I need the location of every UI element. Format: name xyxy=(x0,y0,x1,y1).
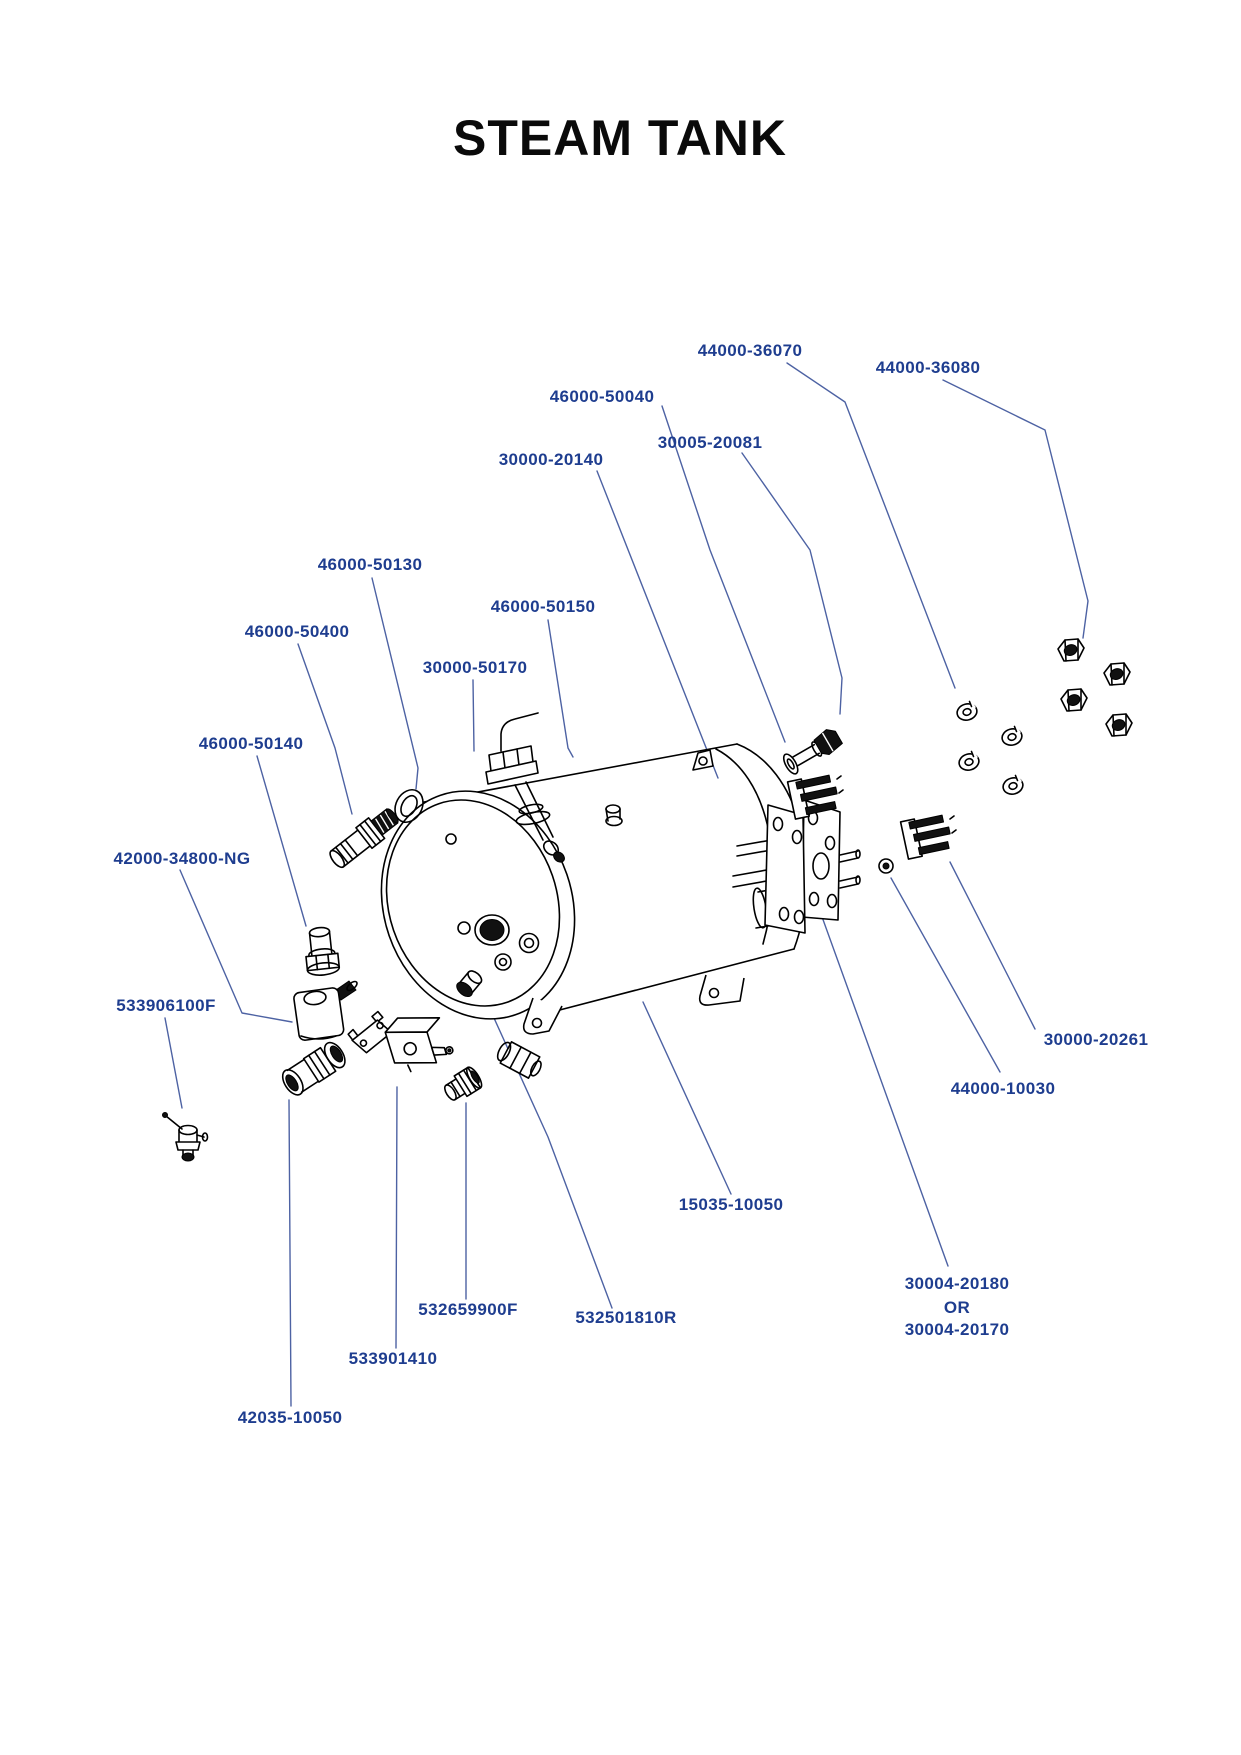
part-label-46000-50130: 46000-50130 xyxy=(317,555,423,574)
part-label-532659900F: 532659900F xyxy=(418,1300,518,1319)
part-label-15035-10050: 15035-10050 xyxy=(678,1195,784,1214)
small-washer-drawing xyxy=(878,858,894,874)
nozzle-fitting-drawing xyxy=(443,1066,483,1101)
part-label-46000-50040: 46000-50040 xyxy=(549,387,655,406)
part-label-533906100F: 533906100F xyxy=(116,996,216,1015)
part-label-30004-20170: 30004-20170 xyxy=(904,1320,1010,1339)
petcock-drawing xyxy=(162,1112,209,1162)
probe-assembly-drawing xyxy=(485,712,565,863)
part-label-42000-34800-NG: 42000-34800-NG xyxy=(113,849,251,868)
part-label-46000-50400: 46000-50400 xyxy=(244,622,350,641)
page-title: STEAM TANK xyxy=(452,110,788,166)
elbow-fitting-drawing xyxy=(293,980,358,1041)
heating-element-drawing xyxy=(732,799,861,934)
part-label-533901410: 533901410 xyxy=(348,1349,438,1368)
part-label-30005-20081: 30005-20081 xyxy=(657,433,763,452)
part-label-44000-36080: 44000-36080 xyxy=(875,358,981,377)
part-label-30000-20261: 30000-20261 xyxy=(1043,1030,1149,1049)
electrode-bolt-drawing xyxy=(782,729,843,775)
leader-lines xyxy=(164,362,1089,1407)
lock-washers-drawing xyxy=(953,700,1027,798)
part-label-44000-10030: 44000-10030 xyxy=(950,1079,1056,1098)
part-label-30004-20180: 30004-20180 xyxy=(904,1274,1010,1293)
steam-tank-drawing xyxy=(380,743,808,1079)
part-label-30000-50170: 30000-50170 xyxy=(422,658,528,677)
part-label-42035-10050: 42035-10050 xyxy=(237,1408,343,1427)
element-gasket-plate xyxy=(764,804,806,934)
terminal-clamp-lower xyxy=(899,814,957,860)
tank-face-fitting xyxy=(456,970,483,998)
part-label-532501810R: 532501810R xyxy=(575,1308,677,1327)
part-label-or: OR xyxy=(943,1298,971,1317)
barrel-fitting-drawing xyxy=(329,808,399,869)
part-label-44000-36070: 44000-36070 xyxy=(697,341,803,360)
solenoid-valve-drawing xyxy=(347,1010,454,1073)
part-label-46000-50140: 46000-50140 xyxy=(198,734,304,753)
tee-fitting-drawing xyxy=(281,1041,346,1096)
plug-fitting-drawing xyxy=(305,926,341,976)
part-label-46000-50150: 46000-50150 xyxy=(490,597,596,616)
hex-nuts-drawing xyxy=(1057,638,1133,737)
tank-drain-fitting xyxy=(496,1041,542,1079)
o-ring-drawing xyxy=(394,788,424,824)
part-label-30000-20140: 30000-20140 xyxy=(498,450,604,469)
